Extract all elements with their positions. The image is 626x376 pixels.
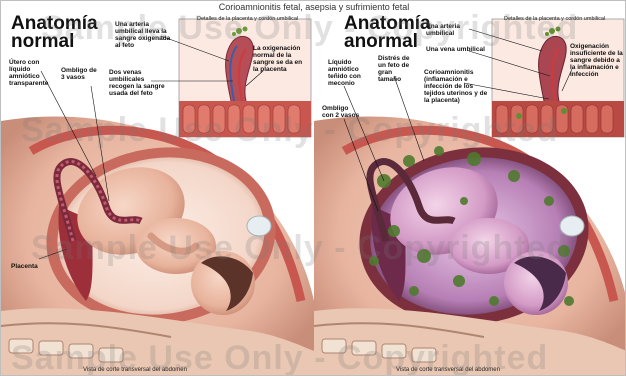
label-corioamnionitis: Corioamnionitis (inflamación e infección… [424, 69, 490, 104]
label-ombligo-2-vasos: Ombligo con 2 vasos [322, 105, 360, 119]
label-liquido-meconio: Líquido amniótico teñido con meconio [328, 59, 372, 87]
label-vena-abnormal: Una vena umbilical [426, 46, 486, 53]
label-arteria-normal: Una arteria umbilical lleva la sangre ox… [115, 21, 177, 49]
label-arteria-abnormal: Una arteria umbilical [426, 23, 486, 37]
abnormal-placenta-inset [492, 19, 624, 137]
placenta-inset [179, 19, 311, 137]
normal-inset-title: Detalles de la placenta y cordón umbilic… [197, 16, 315, 22]
abnormal-heading-line2: anormal [344, 33, 431, 51]
label-placenta: Placenta [11, 263, 51, 270]
label-oxigenacion-normal: La oxigenación normal de la sangre se da… [253, 45, 307, 73]
label-ombligo-3-vasos: Ombligo de 3 vasos [61, 67, 101, 81]
abnormal-footer: Vista de corte transversal del abdomen [396, 367, 500, 373]
abnormal-heading: Anatomía anormal [344, 15, 431, 51]
normal-heading: Anatomía normal [11, 15, 98, 51]
label-venas: Dos venas umbilicales recogen la sangre … [109, 69, 171, 97]
normal-heading-line2: normal [11, 33, 98, 51]
normal-anatomy-panel: Anatomía normal Detalles de la placenta … [1, 1, 314, 376]
normal-footer: Vista de corte transversal del abdomen [83, 367, 187, 373]
label-distres: Distrés de un feto de gran tamaño [378, 55, 414, 83]
abnormal-anatomy-panel: Anatomía anormal Detalles de la placenta… [314, 1, 626, 376]
label-utero: Útero con líquido amniótico transparente [9, 59, 57, 87]
abnormal-inset-title: Detalles de la placenta y cordón umbilic… [504, 16, 624, 22]
label-oxigenacion-abnormal: Oxigenación insuficiente de la sangre de… [570, 43, 626, 78]
